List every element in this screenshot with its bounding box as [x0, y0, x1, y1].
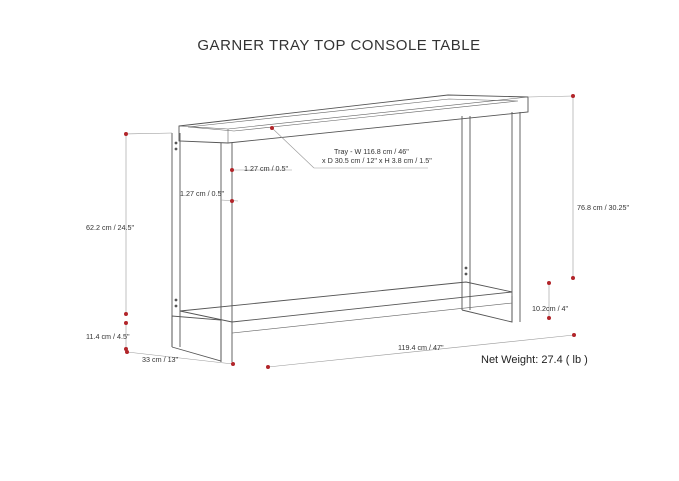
dim-marker-icon [572, 333, 576, 337]
dim-line-width [267, 334, 575, 368]
dim-marker-icon [125, 350, 129, 354]
dim-marker-icon [230, 199, 234, 203]
dim-label-tray-line2: x D 30.5 cm / 12" x H 3.8 cm / 1.5" [322, 156, 432, 165]
dim-marker-icon [124, 312, 128, 316]
dim-label-tray-line1: Tray - W 116.8 cm / 46" [334, 147, 409, 156]
diagram-title: GARNER TRAY TOP CONSOLE TABLE [197, 37, 480, 54]
dim-marker-icon [571, 94, 575, 98]
dim-label-shelf-height: 62.2 cm / 24.5" [86, 223, 135, 232]
dim-marker-icon [124, 132, 128, 136]
dim-label-width: 119.4 cm / 47" [398, 343, 444, 352]
table-illustration [171, 94, 529, 362]
bolt-icon [174, 147, 178, 151]
dim-label-depth: 33 cm / 13" [142, 355, 179, 364]
tray-front-edge [178, 96, 529, 130]
dim-marker-icon [547, 281, 551, 285]
bolt-icon [174, 304, 178, 308]
dimension-lines [124, 94, 576, 369]
tray-outline [178, 94, 529, 144]
dim-line-depth [126, 351, 234, 365]
dim-line-shelf-height-top [125, 132, 173, 135]
base-runner-right [461, 296, 513, 323]
dim-marker-icon [270, 126, 274, 130]
dim-label-bottom-clearance: 11.4 cm / 4.5" [86, 332, 130, 341]
dim-marker-icon [230, 168, 234, 172]
dim-marker-icon [124, 321, 128, 325]
base-runner-left [171, 315, 222, 362]
net-weight-label: Net Weight: 27.4 ( lb ) [481, 354, 588, 366]
dim-label-total-height: 76.8 cm / 30.25" [577, 203, 630, 212]
dim-leader-tray [271, 127, 315, 169]
bolt-icon [464, 272, 468, 276]
dim-label-tube-side: 1.27 cm / 0.5" [180, 189, 225, 198]
bolt-icon [174, 298, 178, 302]
dim-label-tube-top: 1.27 cm / 0.5" [244, 164, 289, 173]
dim-line-total-height-top [527, 95, 574, 98]
dim-marker-icon [266, 365, 270, 369]
dim-marker-icon [571, 276, 575, 280]
tray-inner-rim [187, 98, 519, 132]
dim-label-shelf-thickness: 10.2cm / 4" [532, 304, 569, 313]
dim-marker-icon [547, 316, 551, 320]
bolt-icon [464, 266, 468, 270]
dim-marker-icon [231, 362, 235, 366]
dim-leader-tube-side [220, 199, 239, 202]
bolt-icon [174, 141, 178, 145]
